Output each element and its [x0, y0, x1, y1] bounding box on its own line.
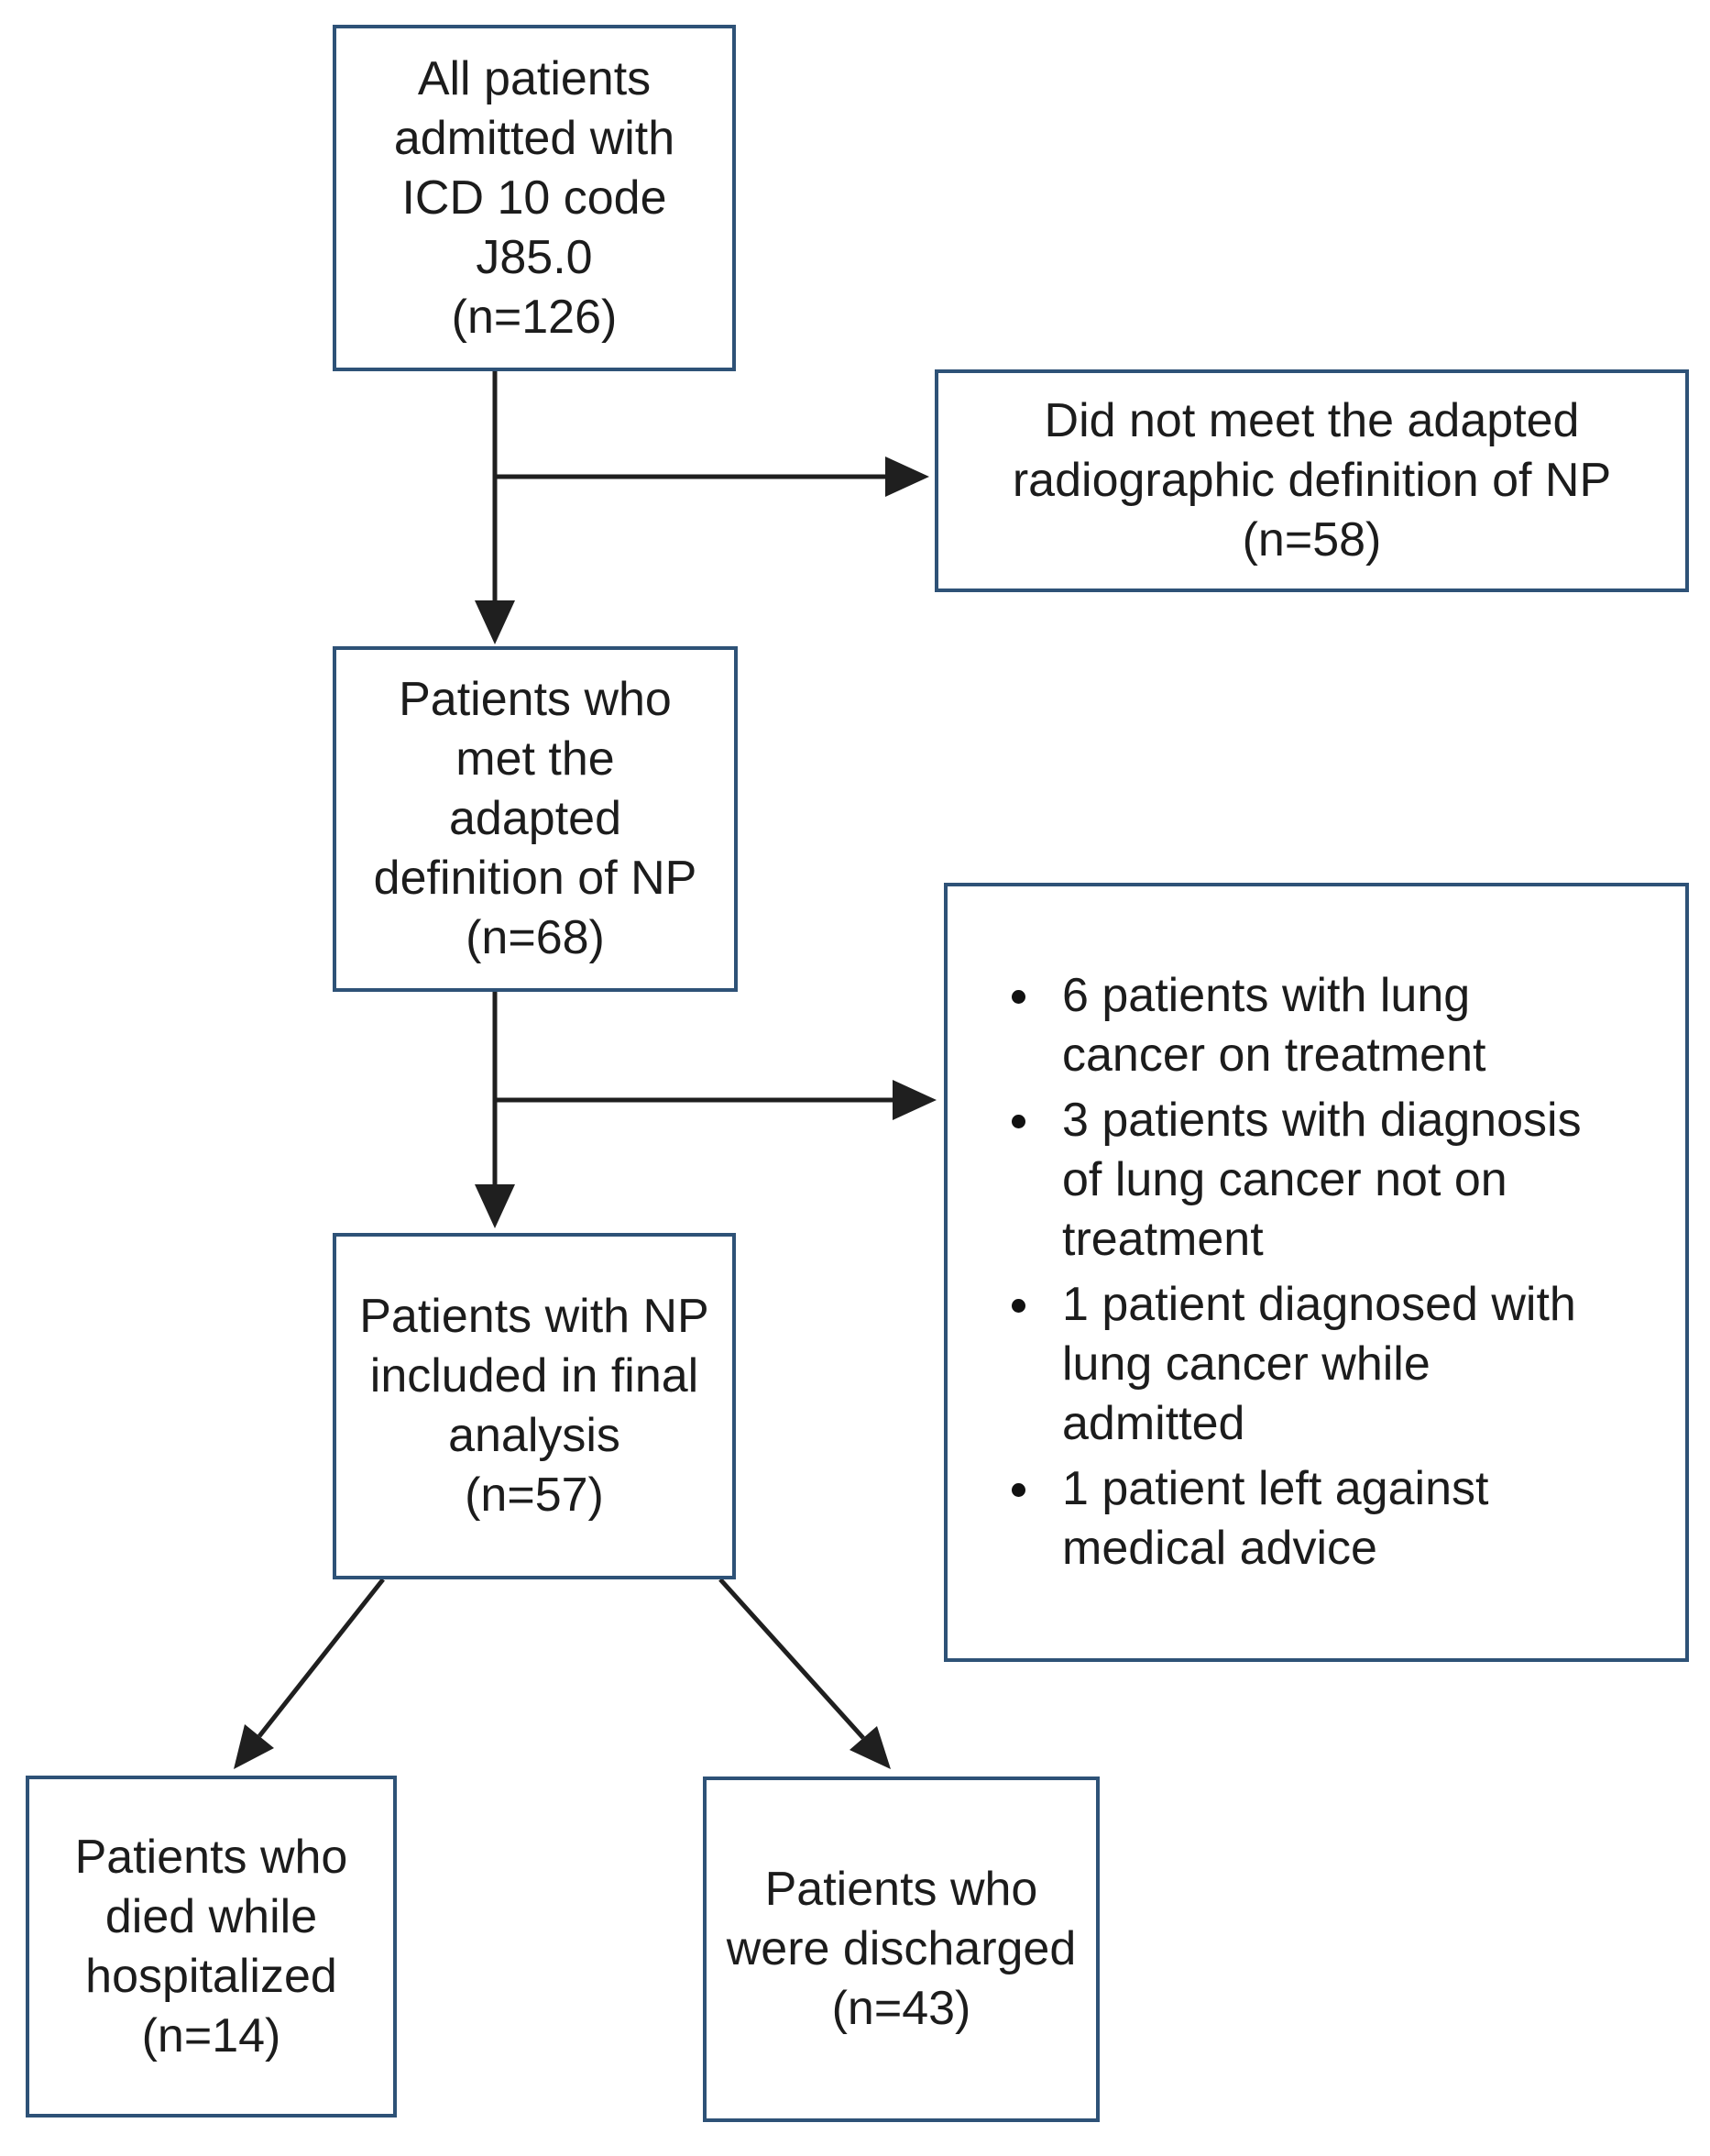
node-all-patients-admitted: All patients admitted with ICD 10 code J… — [333, 25, 736, 371]
node-met-definition: Patients who met the adapted definition … — [333, 646, 738, 992]
arrow-admitted-to-notmeet-head — [885, 456, 929, 497]
exclusion-reason-4: 1 patient left against medical advice — [1062, 1462, 1489, 1575]
node-died-while-hospitalized-label: Patients who died while hospitalized (n=… — [74, 1830, 348, 2062]
arrow-final-to-died-line — [258, 1578, 385, 1738]
list-item: 1 patient diagnosed with lung cancer whi… — [992, 1275, 1576, 1454]
node-died-while-hospitalized: Patients who died while hospitalized (n=… — [26, 1776, 397, 2118]
list-item: 6 patients with lung cancer on treatment — [992, 966, 1485, 1085]
exclusion-reason-1: 6 patients with lung cancer on treatment — [1062, 969, 1486, 1082]
node-discharged-label: Patients who were discharged (n=43) — [726, 1863, 1077, 2035]
arrow-final-to-died-head — [234, 1724, 274, 1769]
bullet-icon — [1012, 1115, 1025, 1128]
list-item: 1 patient left against medical advice — [992, 1459, 1488, 1578]
list-item: 3 patients with diagnosis of lung cancer… — [992, 1091, 1582, 1270]
node-met-definition-label: Patients who met the adapted definition … — [373, 673, 697, 964]
exclusion-reason-3: 1 patient diagnosed with lung cancer whi… — [1062, 1278, 1576, 1450]
node-final-analysis: Patients with NP included in final analy… — [333, 1233, 736, 1579]
arrow-final-to-discharged-head — [850, 1726, 891, 1769]
node-did-not-meet-definition-label: Did not meet the adapted radiographic de… — [1012, 394, 1612, 566]
node-did-not-meet-definition: Did not meet the adapted radiographic de… — [935, 369, 1689, 592]
node-final-analysis-label: Patients with NP included in final analy… — [359, 1290, 709, 1522]
bullet-icon — [1012, 1299, 1025, 1313]
bullet-icon — [1012, 990, 1025, 1004]
arrow-met-to-final-head — [475, 1184, 515, 1228]
arrow-met-to-excluded-head — [893, 1080, 937, 1120]
node-all-patients-admitted-label: All patients admitted with ICD 10 code J… — [393, 51, 675, 344]
exclusion-reason-2: 3 patients with diagnosis of lung cancer… — [1062, 1094, 1582, 1266]
bullet-icon — [1012, 1483, 1025, 1497]
arrow-final-to-discharged-line — [718, 1578, 865, 1740]
arrow-admitted-to-met-head — [475, 600, 515, 644]
node-discharged: Patients who were discharged (n=43) — [703, 1776, 1100, 2122]
node-exclusion-reasons: 6 patients with lung cancer on treatment… — [944, 883, 1689, 1662]
